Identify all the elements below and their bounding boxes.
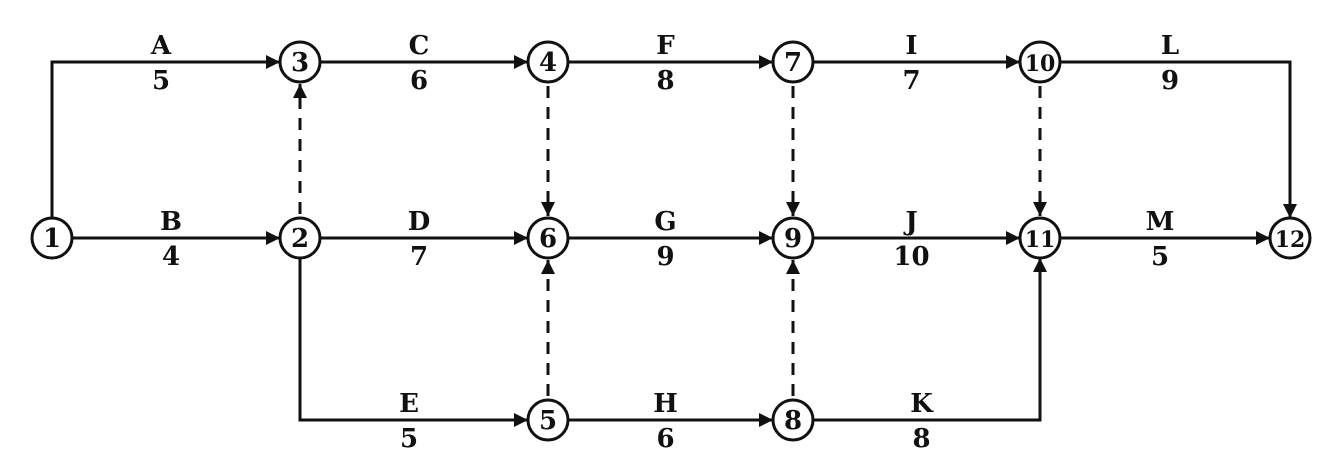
event-node-10 — [1018, 40, 1062, 84]
activity-duration: 5 — [1151, 242, 1169, 272]
event-node-4 — [526, 40, 570, 84]
activity-arrow-E — [298, 258, 528, 427]
activity-label: J — [903, 207, 917, 237]
event-node-number: 6 — [539, 224, 557, 254]
event-node-number: 3 — [291, 48, 309, 78]
activity-duration: 9 — [656, 242, 674, 272]
event-node-number: 12 — [1275, 227, 1306, 253]
event-node-number: 4 — [539, 48, 557, 78]
activity-duration: 4 — [162, 242, 180, 272]
activity-arrow-K — [813, 258, 1047, 422]
event-node-12 — [1268, 216, 1312, 260]
event-node-number: 10 — [1025, 51, 1056, 77]
event-node-number: 11 — [1025, 227, 1056, 253]
event-node-number: 8 — [784, 406, 802, 436]
event-node-11 — [1018, 216, 1062, 260]
event-node-7 — [771, 40, 815, 84]
event-node-number: 9 — [784, 224, 802, 254]
activity-label: A — [150, 31, 172, 61]
event-node-number: 5 — [539, 406, 557, 436]
event-node-9 — [771, 216, 815, 260]
event-node-number: 7 — [784, 48, 802, 78]
activity-duration: 8 — [656, 66, 674, 96]
activity-duration: 10 — [893, 242, 929, 272]
event-node-2 — [278, 216, 322, 260]
activity-label: C — [409, 31, 430, 61]
activity-duration: 9 — [1161, 66, 1179, 96]
event-node-number: 1 — [43, 224, 61, 254]
activity-duration: 5 — [152, 66, 170, 96]
activity-label: B — [160, 207, 182, 237]
activity-label: H — [653, 389, 678, 419]
activity-duration: 6 — [410, 66, 428, 96]
event-node-number: 2 — [291, 224, 309, 254]
activity-label: I — [905, 31, 917, 61]
event-node-5 — [526, 398, 570, 442]
activity-label: E — [399, 389, 419, 419]
activity-arrow-L — [1060, 60, 1297, 218]
activity-label: L — [1161, 31, 1179, 61]
event-node-1 — [30, 216, 74, 260]
event-node-6 — [526, 216, 570, 260]
event-node-3 — [278, 40, 322, 84]
activity-label: K — [910, 389, 934, 419]
activity-duration: 7 — [410, 242, 428, 272]
activity-duration: 7 — [902, 66, 920, 96]
event-node-8 — [771, 398, 815, 442]
activity-duration: 6 — [656, 424, 674, 454]
activity-duration: 5 — [400, 424, 418, 454]
activity-arrow-A — [50, 55, 280, 218]
activity-label: M — [1146, 207, 1175, 237]
activity-label: F — [656, 31, 675, 61]
activity-label: G — [654, 207, 676, 237]
activity-label: D — [408, 207, 431, 237]
activity-duration: 8 — [912, 424, 930, 454]
